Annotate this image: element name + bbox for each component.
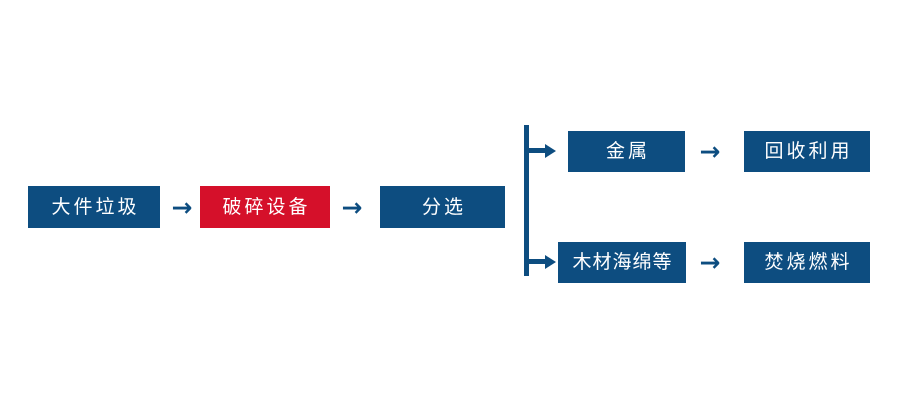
arrow-right-icon-wood-to-fuel: → (699, 247, 721, 277)
node-recycle[interactable]: 回收利用 (744, 131, 870, 172)
split-connector-stem (524, 125, 529, 276)
node-input[interactable]: 大件垃圾 (28, 186, 160, 228)
arrow-right-icon-shredder-to-sorting: → (341, 192, 363, 222)
split-connector-branch-bottom (524, 259, 547, 264)
arrow-right-icon-metal-to-recycle: → (699, 136, 721, 166)
node-wood[interactable]: 木材海绵等 (558, 242, 686, 283)
node-fuel[interactable]: 焚烧燃料 (744, 242, 870, 283)
node-sorting[interactable]: 分选 (380, 186, 505, 228)
split-connector-branch-top (524, 148, 547, 153)
node-metal[interactable]: 金属 (568, 131, 685, 172)
arrow-right-icon-input-to-shredder: → (171, 192, 193, 222)
node-shredder[interactable]: 破碎设备 (200, 186, 330, 228)
arrow-head-icon-top-branch (545, 143, 556, 158)
arrow-head-icon-bottom-branch (545, 254, 556, 269)
